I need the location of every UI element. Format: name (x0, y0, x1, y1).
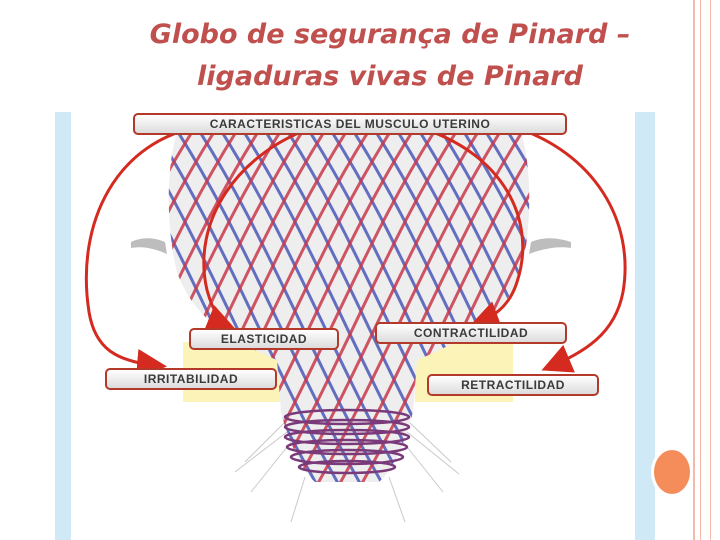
slide-title: Globo de segurança de Pinard – ligaduras… (100, 14, 680, 98)
decorative-rule (700, 0, 701, 540)
decorative-rule (693, 0, 695, 540)
slide-title-line-2: ligaduras vivas de Pinard (100, 56, 680, 98)
decorative-circle (651, 447, 693, 497)
label-contractilidad: CONTRACTILIDAD (375, 322, 567, 344)
label-irritabilidad: IRRITABILIDAD (105, 368, 277, 390)
label-elasticidad: ELASTICIDAD (189, 328, 339, 350)
uterine-muscle-figure: CARACTERISTICAS DEL MUSCULO UTERINO ELAS… (55, 112, 655, 540)
slide-title-line-1: Globo de segurança de Pinard – (100, 14, 680, 56)
decorative-rule (710, 0, 711, 540)
muscle-characteristics-header: CARACTERISTICAS DEL MUSCULO UTERINO (133, 113, 567, 135)
label-retractilidad: RETRACTILIDAD (427, 374, 599, 396)
